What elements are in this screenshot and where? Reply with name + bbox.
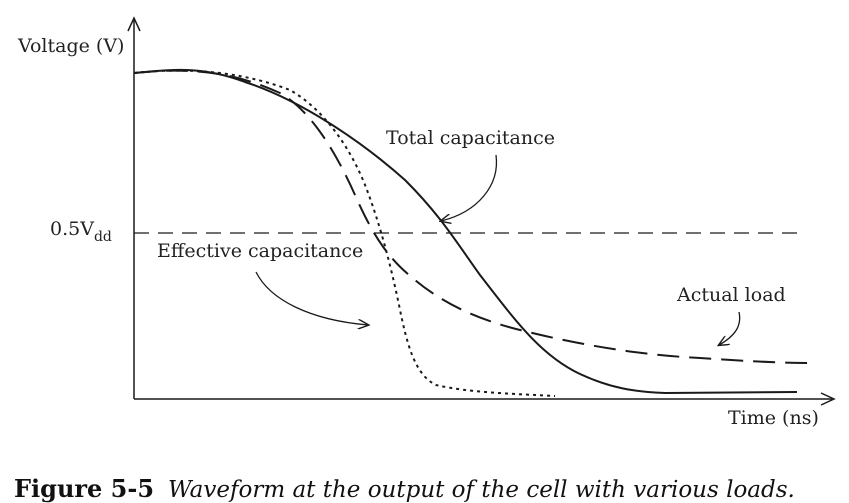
total-capacitance-pointer [441, 154, 498, 221]
effective-capacitance-label: Effective capacitance [157, 240, 363, 262]
actual-load-pointer [719, 311, 741, 345]
actual-load-curve [133, 69, 809, 364]
threshold-label-main: 0.5V [50, 218, 94, 240]
x-axis-label: Time (ns) [728, 407, 819, 429]
figure-caption-text: Waveform at the output of the cell with … [168, 477, 795, 503]
figure-number: Figure 5-5 [14, 474, 154, 503]
threshold-label: 0.5Vdd [50, 218, 112, 245]
y-axis-label: Voltage (V) [17, 35, 124, 57]
effective-capacitance-curve [133, 69, 556, 397]
total-capacitance-curve [133, 68, 798, 395]
figure-caption: Figure 5-5 Waveform at the output of the … [14, 474, 795, 503]
actual-load-label: Actual load [676, 284, 786, 306]
x-axis-arrow-icon [820, 392, 836, 406]
y-axis-arrow-icon [127, 16, 141, 32]
total-capacitance-label: Total capacitance [386, 127, 555, 149]
threshold-label-sub: dd [94, 229, 112, 245]
effective-capacitance-pointer [255, 271, 368, 325]
